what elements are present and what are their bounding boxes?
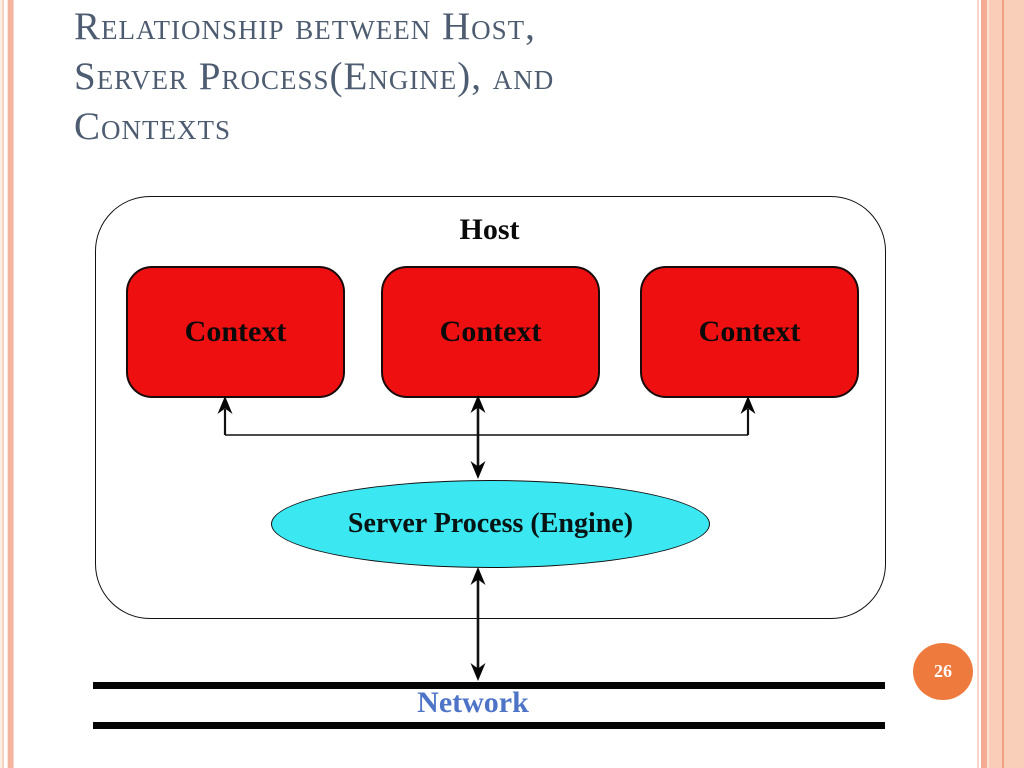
page-number: 26 bbox=[934, 661, 952, 681]
network-label: Network bbox=[417, 686, 529, 719]
right-border-stripes bbox=[977, 0, 1024, 768]
context-box-1: Context bbox=[126, 266, 345, 398]
context-box-1-label: Context bbox=[184, 315, 287, 348]
arrow-network-down-head-icon bbox=[470, 663, 486, 681]
context-box-2: Context bbox=[381, 266, 600, 398]
slide-title: Relationship between Host, Server Proces… bbox=[74, 2, 854, 152]
slide-title-line-3: Contexts bbox=[74, 105, 232, 148]
network-line-top bbox=[93, 682, 885, 689]
context-box-3: Context bbox=[640, 266, 859, 398]
page-number-badge: 26 bbox=[913, 643, 973, 700]
host-label: Host bbox=[459, 213, 520, 246]
server-process-label: Server Process (Engine) bbox=[347, 508, 634, 539]
slide-title-line-1: Relationship between Host, bbox=[74, 5, 536, 48]
server-process-shape: Server Process (Engine) bbox=[271, 480, 710, 568]
network-line-bottom bbox=[93, 722, 885, 729]
slide-title-line-2: Server Process(Engine), and bbox=[74, 55, 555, 98]
context-box-2-label: Context bbox=[439, 315, 542, 348]
context-box-3-label: Context bbox=[698, 315, 801, 348]
left-border-stripes bbox=[0, 0, 15, 768]
